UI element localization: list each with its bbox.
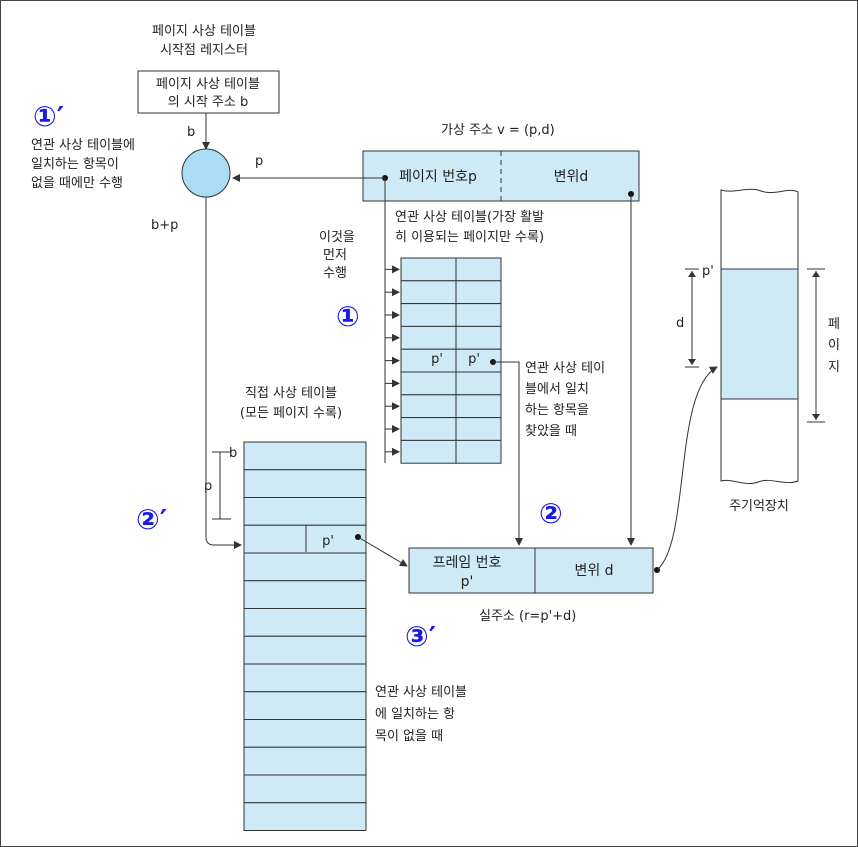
mem-page-char2: 이 [828,338,840,353]
adder-to-direct-arrow [205,197,242,549]
direct-table-row [243,524,367,554]
virtual-address-label: 가상 주소 v = (p,d) [441,123,555,138]
mem-page-arrow-up [812,271,820,277]
real-address-box [408,547,654,594]
assoc-title-line1: 연관 사상 테이블(가장 활발 [395,210,544,225]
assoc-cell-key [400,280,457,305]
real-to-memory-arrow [656,366,718,571]
assoc-entry-p1: p' [431,352,443,367]
assoc-cell-key [400,439,457,464]
direct-table-row [243,746,367,776]
assoc-entry-p2: p' [468,352,480,367]
virtual-address-box [362,150,640,202]
assoc-cell-key [400,348,457,373]
assoc-miss-note-line2: 일치하는 항목이 [31,157,119,172]
assoc-cell-key [400,371,457,396]
assoc-found-line1: 연관 사상 테이 [525,361,605,376]
direct-entry-p: p' [322,534,334,549]
assoc-cell-frame [455,371,502,396]
assoc-cell-frame [455,257,502,282]
marker-one: ① [336,300,360,333]
direct-table-row [243,802,367,831]
assoc-miss-note-line3: 없을 때에만 수행 [31,175,123,191]
direct-table-row [243,663,367,693]
assoc-miss-note-line1: 연관 사상 테이블에 [31,138,135,153]
assoc-title-line2: 히 이용되는 페이지만 수록) [395,230,544,245]
assoc-cell-key [400,394,457,419]
direct-table [243,441,367,831]
assoc-cell-frame [455,439,502,464]
direct-p: p [204,479,212,494]
va-offset: 변위d [554,169,589,185]
direct-title-line2: (모든 페이지 수록) [240,406,342,421]
direct-table-row [243,497,367,526]
mem-d-label: d [676,316,684,331]
frame-number-line1: 프레임 번호 [433,555,502,571]
do-first-line3: 수행 [323,265,347,281]
pt-origin-box [137,70,280,114]
direct-table-row [243,469,367,498]
assoc-cell-key [400,325,457,350]
direct-table-row [243,552,367,582]
direct-table-row [243,719,367,748]
marker-three-prime: ③′ [405,620,436,653]
direct-to-frame-arrow [357,536,408,567]
direct-table-row [243,608,367,637]
adder-circle [181,148,231,198]
main-memory-label: 주기억장치 [729,499,789,514]
mem-d-arrow-down [688,359,696,365]
direct-table-row [243,635,367,665]
assoc-cell-key [400,303,457,327]
marker-two-prime: ②′ [136,503,167,536]
direct-title-line1: 직접 사상 테이블 [245,386,337,401]
direct-table-row [243,774,367,804]
assoc-cell-frame [455,280,502,305]
marker-one-prime: ①′ [33,100,64,133]
associative-table [385,257,502,464]
direct-table-row [243,691,367,720]
assoc-found-line3: 하는 항목을 [525,403,589,418]
direct-note-line3: 목이 없을 때 [375,729,443,744]
frame-number-line2: p' [461,574,474,590]
label-p-arrow: p [255,154,263,169]
marker-two: ② [539,497,563,530]
pt-origin-register-line2: 시작점 레지스터 [160,43,248,58]
mem-p-label: p' [702,264,714,279]
assoc-cell-frame [455,303,502,327]
assoc-cell-key [400,257,457,282]
mem-page-arrow-down [812,414,820,420]
assoc-cell-frame [455,394,502,419]
mem-page-char1: 페 [828,317,840,332]
va-page-number: 페이지 번호p [399,169,477,185]
assoc-cell-key [400,417,457,441]
assoc-found-line4: 찾았을 때 [525,424,577,439]
pt-origin-box-line1: 페이지 사상 테이블 [156,77,260,92]
direct-table-row [243,580,367,609]
label-b-plus-p: b+p [151,218,178,233]
assoc-cell-frame [455,417,502,441]
label-b: b [187,125,195,140]
memory-page-block [720,268,799,400]
mem-d-arrow-up [688,271,696,277]
direct-b: b [229,446,237,461]
real-address-label: 실주소 (r=p'+d) [479,609,576,624]
real-offset: 변위 d [574,563,613,579]
direct-note-line2: 에 일치하는 항 [375,707,455,722]
mem-page-char3: 지 [828,360,840,375]
direct-note-line1: 연관 사상 테이블 [375,685,467,700]
assoc-found-line2: 블에서 일치 [525,382,589,397]
pt-origin-register-line1: 페이지 사상 테이블 [152,24,256,39]
pt-origin-box-line2: 의 시작 주소 b [168,95,248,110]
assoc-hit-arrow [493,361,523,546]
assoc-cell-frame [455,325,502,350]
do-first-line2: 먼저 [323,248,347,263]
do-first-line1: 이것을 [319,230,355,245]
direct-table-row [243,441,367,471]
